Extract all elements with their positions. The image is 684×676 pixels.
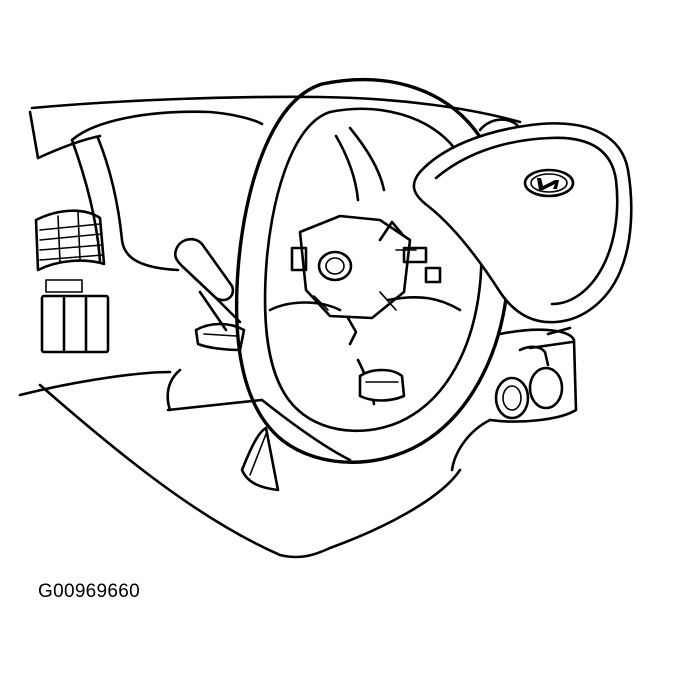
- combination-switch-lever: [173, 237, 246, 352]
- switch-panel: [40, 279, 110, 354]
- airbag-module: [412, 122, 633, 324]
- figure-id-label: G00969660: [38, 581, 141, 602]
- steering-column-hub: [290, 214, 442, 346]
- steering-wheel-rim: [234, 77, 511, 464]
- lower-spoke-plate: [358, 368, 406, 402]
- left-air-vent: [34, 209, 106, 272]
- instrument-hood: [70, 110, 264, 272]
- lower-dashboard: [18, 368, 462, 559]
- column-lower-trim: [240, 426, 280, 492]
- right-knobs: [494, 345, 564, 420]
- dashboard-top-edge: [28, 95, 522, 160]
